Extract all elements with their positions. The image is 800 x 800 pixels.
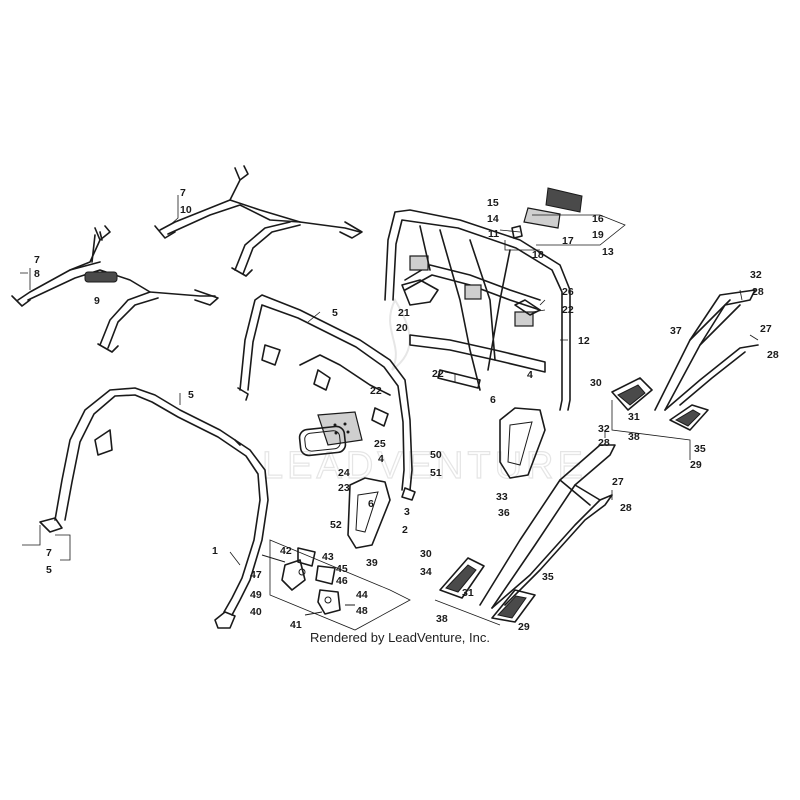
callout-labels: 1 2 3 4 4 5 5 5 6 6 7 7 7 8 9 10 11 12 1… (34, 187, 779, 633)
rear-roll-cage (384, 209, 571, 411)
callout-42: 42 (280, 545, 292, 557)
callout-13: 13 (602, 246, 614, 258)
callout-18: 18 (532, 249, 544, 261)
callout-41: 41 (290, 619, 302, 631)
callout-1: 1 (212, 545, 218, 557)
callout-31a: 31 (628, 411, 640, 423)
callout-39: 39 (366, 557, 378, 569)
callout-37: 37 (670, 325, 682, 337)
callout-12: 12 (578, 335, 590, 347)
callout-51: 51 (430, 467, 442, 479)
callout-7a: 7 (180, 187, 186, 199)
callout-38b: 38 (436, 613, 448, 625)
callout-22a: 22 (562, 304, 574, 316)
callout-14: 14 (487, 213, 499, 225)
callout-46: 46 (336, 575, 348, 587)
callout-26: 26 (562, 286, 574, 298)
callout-45: 45 (336, 563, 348, 575)
callout-29b: 29 (518, 621, 530, 633)
callout-43: 43 (322, 551, 334, 563)
callout-40: 40 (250, 606, 262, 618)
callout-7b: 7 (34, 254, 40, 266)
mid-roll-cage (237, 294, 416, 501)
callout-32a: 32 (750, 269, 762, 281)
callout-25: 25 (374, 438, 386, 450)
callout-11: 11 (488, 228, 499, 240)
callout-5c: 5 (46, 564, 52, 576)
door-hinge-assembly (261, 547, 355, 616)
upper-diagonal-brace (611, 289, 759, 431)
callout-21: 21 (398, 307, 410, 319)
callout-32b: 32 (598, 423, 610, 435)
callout-30b: 30 (420, 548, 432, 560)
callout-19: 19 (592, 229, 604, 241)
tail-light-assembly (511, 187, 583, 239)
callout-47: 47 (250, 569, 262, 581)
callout-3: 3 (404, 506, 410, 518)
callout-27b: 27 (612, 476, 624, 488)
callout-20: 20 (396, 322, 408, 334)
callout-5a: 5 (332, 307, 338, 319)
callout-52: 52 (330, 519, 342, 531)
callout-35b: 35 (542, 571, 554, 583)
grab-handle-right (499, 407, 546, 479)
callout-2: 2 (402, 524, 408, 536)
watermark-logo: LEADVENTURE (261, 297, 587, 488)
callout-16: 16 (592, 213, 604, 225)
rear-roof-brace (154, 165, 363, 277)
callout-4b: 4 (527, 369, 533, 381)
callout-28a: 28 (752, 286, 764, 298)
front-roof-brace (11, 225, 219, 353)
callout-17: 17 (562, 235, 574, 247)
callout-48: 48 (356, 605, 368, 617)
callout-9: 9 (94, 295, 100, 307)
callout-23: 23 (338, 482, 350, 494)
callout-15: 15 (487, 197, 499, 209)
watermark-text: LEADVENTURE (262, 445, 587, 487)
callout-34: 34 (420, 566, 432, 578)
callout-24: 24 (338, 467, 350, 479)
callout-28b: 28 (767, 349, 779, 361)
callout-22c: 22 (370, 385, 382, 397)
callout-44: 44 (356, 589, 368, 601)
callout-27a: 27 (760, 323, 772, 335)
callout-49: 49 (250, 589, 262, 601)
callout-5b: 5 (188, 389, 194, 401)
callout-50: 50 (430, 449, 442, 461)
callout-38a: 38 (628, 431, 640, 443)
callout-29a: 29 (690, 459, 702, 471)
callout-33: 33 (496, 491, 508, 503)
callout-28c: 28 (598, 437, 610, 449)
callout-22b: 22 (432, 368, 444, 380)
grab-handle-left (347, 477, 391, 549)
render-credit: Rendered by LeadVenture, Inc. (310, 630, 490, 645)
callout-4: 4 (378, 453, 384, 465)
mirror-assembly (298, 411, 363, 457)
callout-10: 10 (180, 204, 192, 216)
callout-31b: 31 (462, 587, 474, 599)
callout-35a: 35 (694, 443, 706, 455)
callout-6b: 6 (490, 394, 496, 406)
callout-36: 36 (498, 507, 510, 519)
callout-28d: 28 (620, 502, 632, 514)
front-roll-cage (39, 387, 269, 629)
callout-7c: 7 (46, 547, 52, 559)
callout-6a: 6 (368, 498, 374, 510)
callout-8: 8 (34, 268, 40, 280)
leader-lines (20, 195, 759, 631)
callout-30a: 30 (590, 377, 602, 389)
